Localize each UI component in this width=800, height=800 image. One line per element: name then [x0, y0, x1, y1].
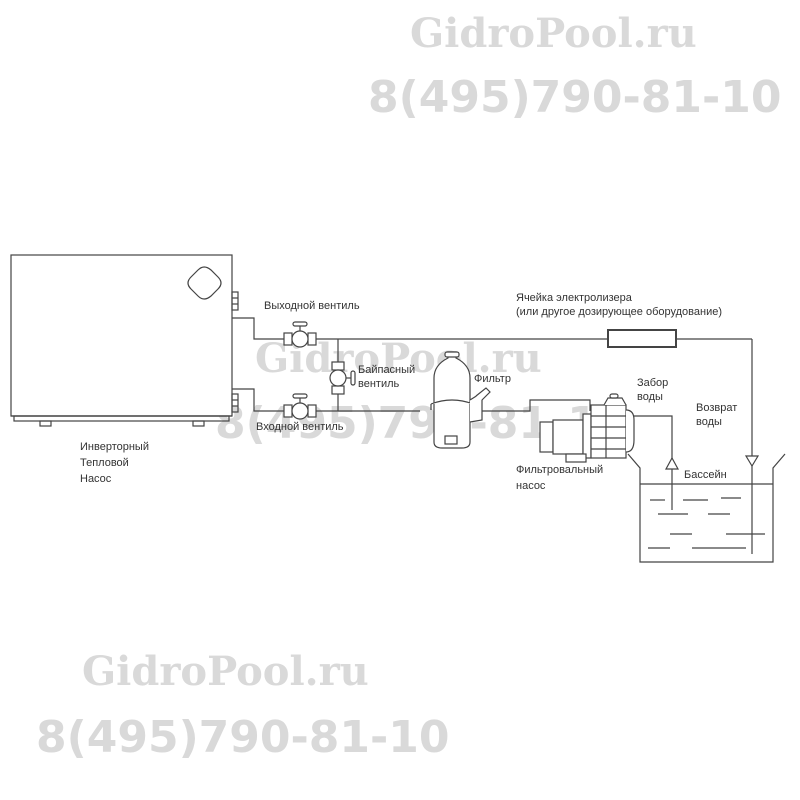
- pool-icon: [627, 453, 786, 563]
- bypass-valve-icon: [329, 361, 356, 395]
- pool-label: Бассейн: [684, 469, 727, 481]
- watermark-phone-top: 8(495)790-81-10: [368, 72, 782, 123]
- heat-pump-icon: [10, 254, 239, 427]
- intake-arrow-icon: [664, 456, 680, 470]
- watermark-site-top: GidroPool.ru: [410, 10, 697, 57]
- inlet-valve-label: Входной вентиль: [256, 421, 344, 433]
- water-intake-label: Забор воды: [637, 377, 669, 403]
- control-panel-icon: [187, 266, 222, 300]
- filter-pump-label: Фильтровальный насос: [516, 464, 604, 492]
- filter-icon: [430, 351, 491, 449]
- outlet-valve-icon: [283, 321, 317, 348]
- filter-pump-icon: [539, 393, 635, 463]
- filter-label: Фильтр: [474, 373, 511, 385]
- outlet-valve-label: Выходной вентиль: [264, 300, 360, 312]
- watermark-site-bottom: GidroPool.ru: [82, 648, 369, 695]
- watermark-phone-bottom: 8(495)790-81-10: [36, 712, 450, 763]
- electrolyzer-cell-icon: [607, 329, 677, 348]
- return-arrow-icon: [744, 455, 760, 468]
- inlet-valve-icon: [283, 393, 317, 420]
- electrolyzer-label: Ячейка электролизера (или другое дозирую…: [516, 292, 723, 318]
- water-return-label: Возврат воды: [696, 402, 738, 428]
- heat-pump-label: Инверторный Тепловой Насос: [80, 441, 149, 485]
- bypass-valve-label: Байпасный вентиль: [358, 364, 416, 390]
